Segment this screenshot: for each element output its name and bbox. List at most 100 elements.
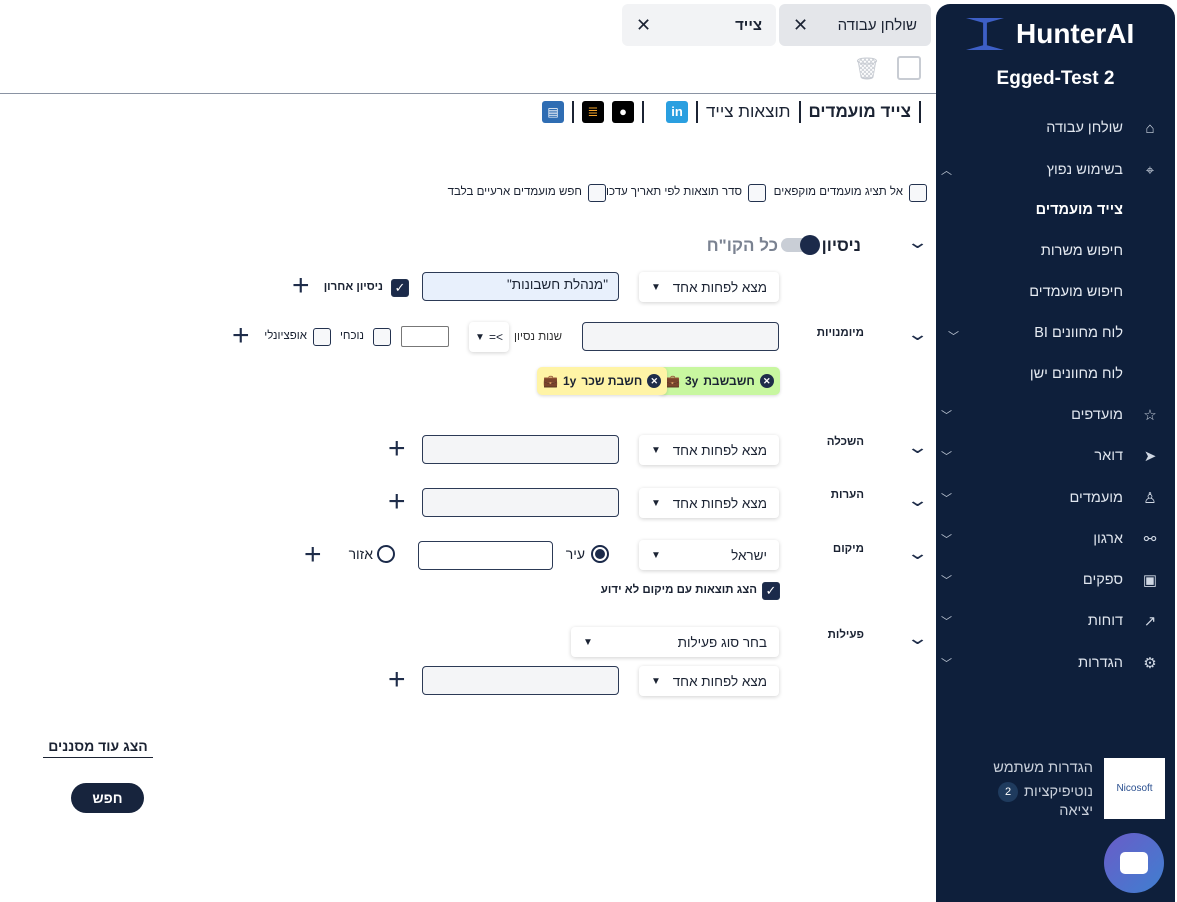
education-match-select[interactable]: מצא לפחות אחד▼: [639, 435, 779, 465]
remove-icon[interactable]: ✕: [647, 374, 662, 388]
unknown-location-checkbox[interactable]: ✓: [762, 582, 780, 600]
chevron-down-icon[interactable]: ⌄: [906, 437, 929, 457]
last-experience-label: ניסיון אחרון: [323, 281, 383, 293]
chevron-down-icon[interactable]: ⌄: [906, 232, 929, 252]
chevron-down-icon[interactable]: ⌄: [906, 543, 929, 563]
location-input[interactable]: [418, 541, 553, 570]
unknown-location-label: הצג תוצאות עם מיקום לא ידוע: [600, 584, 757, 596]
activities-match-select[interactable]: מצא לפחות אחד ▼: [639, 666, 779, 696]
sidebar-item-candidate-search[interactable]: חיפוש מועמדים: [1029, 284, 1123, 300]
sidebar-item-mail[interactable]: ➤דואר﹀: [941, 444, 1161, 468]
sidebar-item-settings[interactable]: ⚙הגדרות﹀: [941, 651, 1161, 675]
sidebar-item-reports[interactable]: ↗דוחות﹀: [941, 609, 1161, 633]
experience-match-select[interactable]: מצא לפחות אחד▼: [639, 272, 779, 302]
cv-toggle[interactable]: [781, 235, 820, 255]
sidebar-item-common[interactable]: ⌖בשימוש נפוץ︿: [941, 158, 1161, 182]
chevron-down-icon: ﹀: [941, 493, 952, 505]
stackoverflow-icon[interactable]: ≣: [582, 101, 604, 123]
sidebar-item-job-search[interactable]: חיפוש משרות: [1040, 243, 1123, 259]
trash-icon[interactable]: 🗑: [853, 56, 881, 81]
brand-name: HunterAI: [1016, 18, 1135, 49]
add-icon[interactable]: +: [292, 269, 310, 302]
sidebar-item-old-dashboard[interactable]: לוח מחוונים ישן: [1029, 366, 1123, 382]
sort-by-update-label: סדר תוצאות לפי תאריך עדכון: [603, 186, 742, 198]
sort-by-update-checkbox[interactable]: [748, 184, 766, 202]
more-filters-link[interactable]: הצג עוד מסננים: [43, 738, 153, 758]
city-radio[interactable]: [591, 545, 609, 563]
nav-label: דואר: [1094, 448, 1123, 464]
add-icon[interactable]: +: [304, 538, 322, 571]
temp-only-label: חפש מועמדים ארעיים בלבד: [447, 186, 582, 198]
add-icon[interactable]: +: [232, 319, 250, 352]
sidebar-item-candidates[interactable]: ♙מועמדים﹀: [941, 486, 1161, 510]
select-value: ישראל: [731, 547, 767, 563]
tab-label: שולחן עבודה: [837, 16, 917, 34]
add-icon[interactable]: +: [388, 432, 406, 465]
divider: [798, 101, 801, 123]
activities-title: פעילות: [827, 629, 864, 641]
sidebar-item-favorites[interactable]: ☆מועדפים﹀: [941, 403, 1161, 427]
select-value: מצא לפחות אחד: [672, 673, 767, 689]
chevron-up-icon: ︿: [941, 165, 952, 177]
optional-label: אופציונלי: [264, 330, 307, 342]
caret-down-icon: ▼: [651, 675, 661, 687]
sidebar-item-workdesk[interactable]: ⌂שולחן עבודה: [941, 116, 1161, 140]
search-button[interactable]: חפש: [71, 783, 144, 813]
chevron-down-icon[interactable]: ⌄: [906, 324, 929, 344]
hide-frozen-checkbox[interactable]: [909, 184, 927, 202]
notes-match-select[interactable]: מצא לפחות אחד▼: [639, 488, 779, 518]
caret-down-icon: ▼: [651, 444, 661, 456]
notes-input[interactable]: [422, 488, 619, 517]
current-checkbox[interactable]: [373, 328, 391, 346]
sidebar-item-suppliers[interactable]: ▣ספקים﹀: [941, 568, 1161, 592]
years-input[interactable]: [401, 326, 449, 347]
nav-label: מועמדים: [1069, 490, 1123, 506]
user-settings-link[interactable]: הגדרות משתמש: [993, 760, 1093, 776]
notes-title: הערות: [830, 489, 864, 501]
tab-workdesk[interactable]: שולחן עבודה ✕: [779, 4, 931, 46]
divider: [642, 101, 644, 123]
activities-input[interactable]: [422, 666, 619, 695]
chevron-down-icon: ﹀: [941, 410, 952, 422]
tab-hunter-candidates[interactable]: צייד מועמדים: [808, 102, 911, 121]
area-radio[interactable]: [377, 545, 395, 563]
chevron-down-icon[interactable]: ⌄: [906, 490, 929, 510]
tab-hunter[interactable]: צייד✕: [622, 4, 776, 46]
experience-input[interactable]: "מנהלת חשבונות": [422, 272, 619, 301]
optional-checkbox[interactable]: [313, 328, 331, 346]
sidebar-item-organization[interactable]: ⚯ארגון﹀: [941, 527, 1161, 551]
logout-link[interactable]: יציאה: [1059, 803, 1093, 819]
activity-type-select[interactable]: בחר סוג פעילות▼: [571, 627, 779, 657]
tab-hunter-results[interactable]: תוצאות צייד: [706, 102, 791, 121]
country-select[interactable]: ישראל ▼: [639, 540, 779, 570]
remove-icon[interactable]: ✕: [759, 374, 774, 388]
close-icon[interactable]: ✕: [636, 14, 652, 35]
document-icon[interactable]: ▤: [542, 101, 564, 123]
skills-input[interactable]: [582, 322, 779, 351]
caret-down-icon: ▼: [651, 549, 661, 561]
chevron-down-icon[interactable]: ⌄: [906, 628, 929, 648]
years-operator-select[interactable]: >=▼: [469, 322, 509, 352]
skills-title: מיומנויות: [816, 327, 864, 339]
close-icon[interactable]: ✕: [793, 14, 809, 35]
education-input[interactable]: [422, 435, 619, 464]
add-icon[interactable]: +: [388, 485, 406, 518]
sidebar-item-bi-dashboard[interactable]: לוח מחוונים BI: [1034, 325, 1123, 341]
chip-title: חשבשבת: [703, 374, 755, 388]
temp-only-checkbox[interactable]: [588, 184, 606, 202]
org-icon: ⚯: [1143, 531, 1157, 548]
years-label: שנות נסיון: [514, 331, 562, 343]
nav-label: הגדרות: [1078, 655, 1123, 671]
add-icon[interactable]: +: [388, 663, 406, 696]
chat-button[interactable]: [1104, 833, 1164, 893]
current-label: נוכחי: [339, 330, 364, 342]
sidebar-item-hunter[interactable]: צייד מועמדים: [1035, 202, 1123, 218]
github-icon[interactable]: ●: [612, 101, 634, 123]
linkedin-icon[interactable]: in: [666, 101, 688, 123]
last-experience-checkbox[interactable]: ✓: [391, 279, 409, 297]
save-icon[interactable]: [897, 56, 921, 80]
chevron-down-icon: ﹀: [948, 331, 959, 343]
